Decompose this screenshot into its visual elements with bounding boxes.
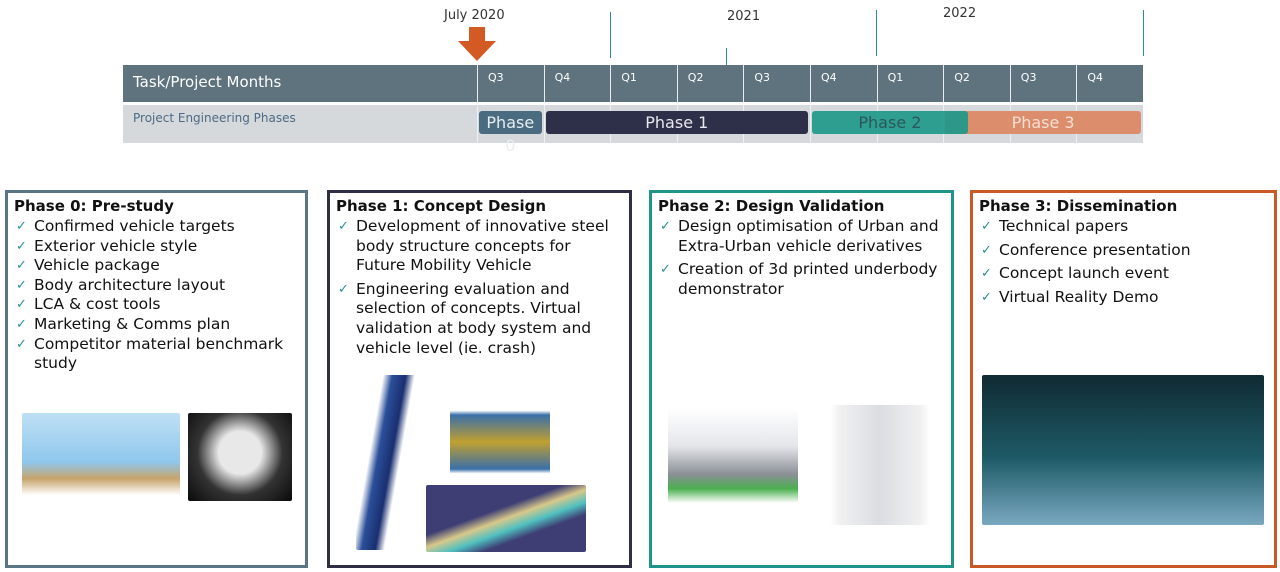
panel-item: ✓ Exterior vehicle style xyxy=(14,237,299,257)
b-pillar-image xyxy=(356,375,416,550)
item-text: Virtual Reality Demo xyxy=(999,287,1159,306)
item-text: Design optimisation of Urban and Extra-U… xyxy=(678,217,939,255)
panel-item: ✓ Concept launch event xyxy=(979,264,1268,284)
check-icon: ✓ xyxy=(16,258,27,274)
down-arrow-icon xyxy=(458,27,496,61)
panel-item: ✓ Design optimisation of Urban and Extra-… xyxy=(658,217,945,256)
check-icon: ✓ xyxy=(338,219,349,234)
check-icon: ✓ xyxy=(981,266,992,282)
check-icon: ✓ xyxy=(16,277,27,293)
quarter-3: Q2 xyxy=(676,65,744,102)
check-icon: ✓ xyxy=(16,297,27,313)
vr-demo-image xyxy=(982,375,1264,525)
panel-item: ✓ Confirmed vehicle targets xyxy=(14,217,299,237)
phase-panel-0: Phase 0: Pre-study ✓ Confirmed vehicle tar… xyxy=(5,190,308,568)
year-divider xyxy=(876,10,877,56)
panel-item: ✓ Body architecture layout xyxy=(14,276,299,296)
quarter-5: Q4 xyxy=(810,65,877,102)
exterior-style-image xyxy=(188,413,292,501)
phase-panel-3: Phase 3: Dissemination✓Technical papers✓… xyxy=(970,190,1277,568)
year-label-2021: 2021 xyxy=(727,9,761,24)
phase-panel-2: Phase 2: Design Validation ✓ Design optimi… xyxy=(649,190,954,568)
quarter-4: Q3 xyxy=(743,65,810,102)
year-divider xyxy=(610,12,611,58)
phase-bar-0: Phase 0 xyxy=(479,111,542,155)
check-icon: ✓ xyxy=(16,238,27,254)
underbody-demonstrator-image xyxy=(830,405,930,525)
check-icon: ✓ xyxy=(660,262,671,278)
item-text: Exterior vehicle style xyxy=(34,236,198,255)
item-text: Confirmed vehicle targets xyxy=(34,217,235,235)
panel-title: Phase 2: Design Validation xyxy=(658,197,885,215)
check-icon: ✓ xyxy=(981,289,992,305)
panel-title: Phase 3: Dissemination xyxy=(979,197,1178,215)
panel-item: ✓ Development of innovative steel body st… xyxy=(336,217,623,276)
quarter-1: Q4 xyxy=(543,65,611,102)
check-icon: ✓ xyxy=(981,242,992,258)
row-label: Project Engineering Phases xyxy=(133,111,296,125)
panel-item: ✓ Virtual Reality Demo xyxy=(979,288,1268,308)
header-label: Task/Project Months xyxy=(133,73,282,91)
quarter-9: Q4 xyxy=(1076,65,1143,102)
panel-item: ✓ Marketing & Comms plan xyxy=(14,315,299,335)
check-icon: ✓ xyxy=(16,336,27,352)
item-text: Marketing & Comms plan xyxy=(34,314,231,333)
vehicle-package-image xyxy=(22,413,180,495)
item-text: Development of innovative steel body str… xyxy=(356,217,609,275)
crash-structure-image xyxy=(450,397,550,487)
quarter-8: Q3 xyxy=(1009,65,1077,102)
check-icon: ✓ xyxy=(981,219,992,234)
phase-bar-1: Phase 1 xyxy=(545,111,808,134)
panel-item: ✓ Creation of 3d printed underbody demons… xyxy=(658,260,945,299)
quarter-7: Q2 xyxy=(943,65,1010,102)
phase-bar-3: Phase 3 xyxy=(945,111,1141,134)
item-text: Competitor material benchmark study xyxy=(34,334,284,373)
item-text: Technical papers xyxy=(999,217,1129,235)
item-text: Creation of 3d printed underbody demonst… xyxy=(678,260,938,298)
quarter-divider xyxy=(543,105,545,143)
phase-bar-2: Phase 2 xyxy=(812,111,968,134)
item-text: LCA & cost tools xyxy=(34,295,161,314)
underbody-image xyxy=(668,408,798,503)
item-text: Concept launch event xyxy=(999,264,1169,283)
rail-simulation-image xyxy=(426,485,586,552)
panel-item: ✓ Engineering evaluation and selection of… xyxy=(336,280,623,358)
phase-panel-1: Phase 1: Concept Design ✓ Development of i… xyxy=(327,190,632,568)
panel-title: Phase 1: Concept Design xyxy=(336,197,547,215)
check-icon: ✓ xyxy=(16,219,27,234)
panel-item: ✓ LCA & cost tools xyxy=(14,295,299,315)
quarter-divider xyxy=(810,105,811,143)
check-icon: ✓ xyxy=(660,219,671,234)
check-icon: ✓ xyxy=(338,281,349,297)
quarter-6: Q1 xyxy=(876,65,944,102)
today-marker xyxy=(726,48,727,72)
item-text: Body architecture layout xyxy=(34,275,226,294)
item-text: Conference presentation xyxy=(999,240,1191,259)
quarter-0: Q3 xyxy=(477,65,544,102)
panel-title: Phase 0: Pre-study xyxy=(14,197,174,215)
check-icon: ✓ xyxy=(16,316,27,332)
quarter-divider xyxy=(477,105,478,143)
item-text: Engineering evaluation and selection of … xyxy=(356,279,592,357)
panel-item: ✓ Vehicle package xyxy=(14,256,299,276)
panel-item: ✓ Technical papers xyxy=(979,217,1268,237)
marker-label: July 2020 xyxy=(444,8,505,23)
year-label-2022: 2022 xyxy=(943,6,977,21)
year-divider xyxy=(1143,10,1144,56)
panel-item: ✓ Competitor material benchmark study xyxy=(14,335,299,374)
item-text: Vehicle package xyxy=(34,256,160,275)
quarter-2: Q1 xyxy=(610,65,677,102)
panel-item: ✓ Conference presentation xyxy=(979,241,1268,261)
